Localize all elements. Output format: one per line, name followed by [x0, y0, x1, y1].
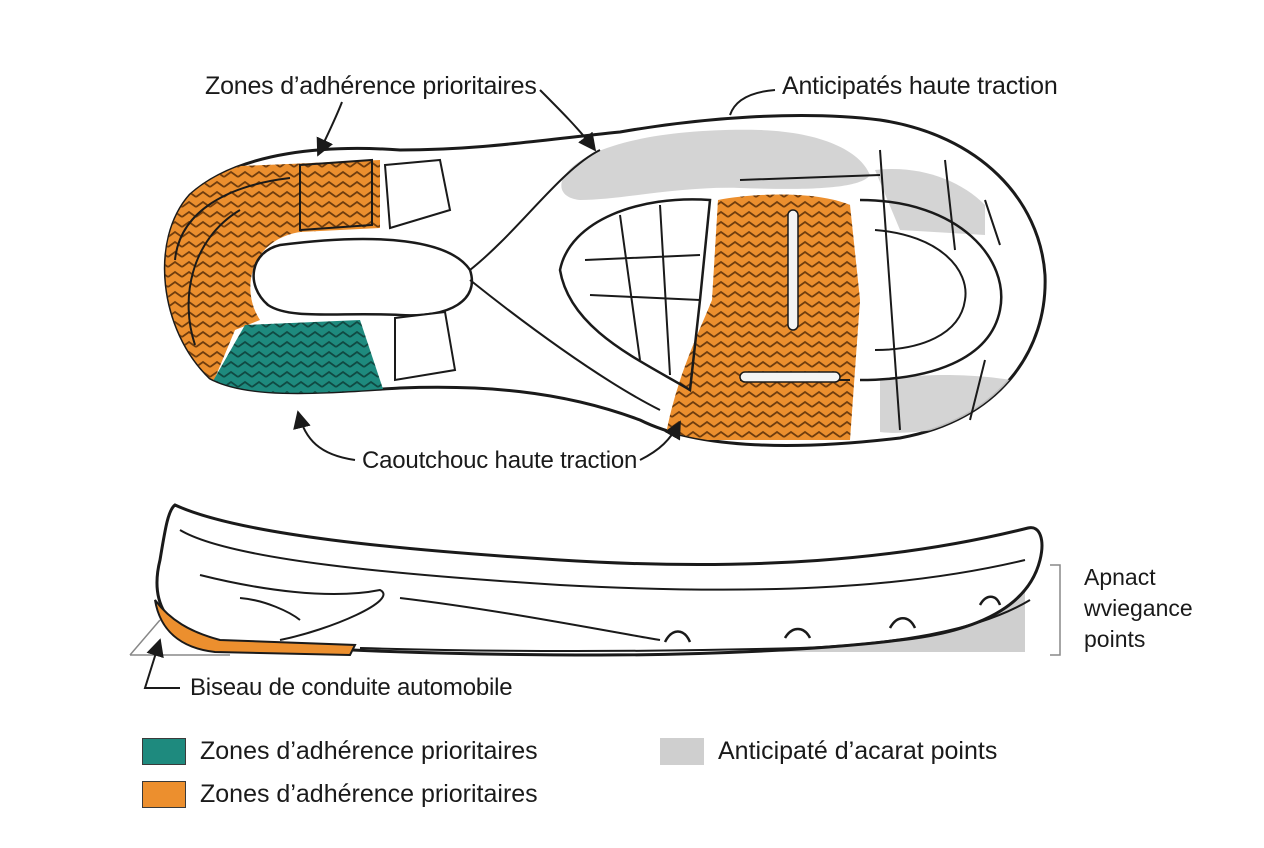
leader-arrows	[143, 89, 776, 689]
outsole-top-view	[163, 114, 1047, 447]
side-gray-zone	[780, 588, 1025, 652]
side-note-line-2: wviegance	[1084, 595, 1193, 621]
legend-swatch-gray	[660, 738, 704, 765]
legend-swatch-orange	[142, 781, 186, 808]
legend-label-orange: Zones d’adhérence prioritaires	[200, 780, 538, 808]
legend-label-teal: Zones d’adhérence prioritaires	[200, 737, 538, 765]
callout-top-left: Zones d’adhérence prioritaires	[205, 72, 537, 100]
side-note-line-1: Apnact	[1084, 564, 1156, 590]
legend-item-teal: Zones d’adhérence prioritaires	[142, 737, 538, 766]
side-note: Apnact wviegance points	[1084, 562, 1193, 655]
gray-zone-top	[561, 129, 870, 200]
side-note-line-3: points	[1084, 626, 1146, 652]
legend-item-gray: Anticipaté d’acarat points	[660, 737, 997, 766]
callout-middle: Caoutchouc haute traction	[362, 447, 638, 474]
gray-zone-right	[875, 169, 985, 235]
callout-top-right: Anticipatés haute traction	[782, 72, 1058, 100]
side-profile-view	[129, 503, 1061, 657]
callout-bottom-left: Biseau de conduite automobile	[190, 674, 513, 701]
legend-item-orange: Zones d’adhérence prioritaires	[142, 780, 538, 809]
side-orange-bevel	[154, 599, 357, 657]
legend-label-gray: Anticipaté d’acarat points	[718, 737, 998, 765]
legend-swatch-teal	[142, 738, 186, 765]
